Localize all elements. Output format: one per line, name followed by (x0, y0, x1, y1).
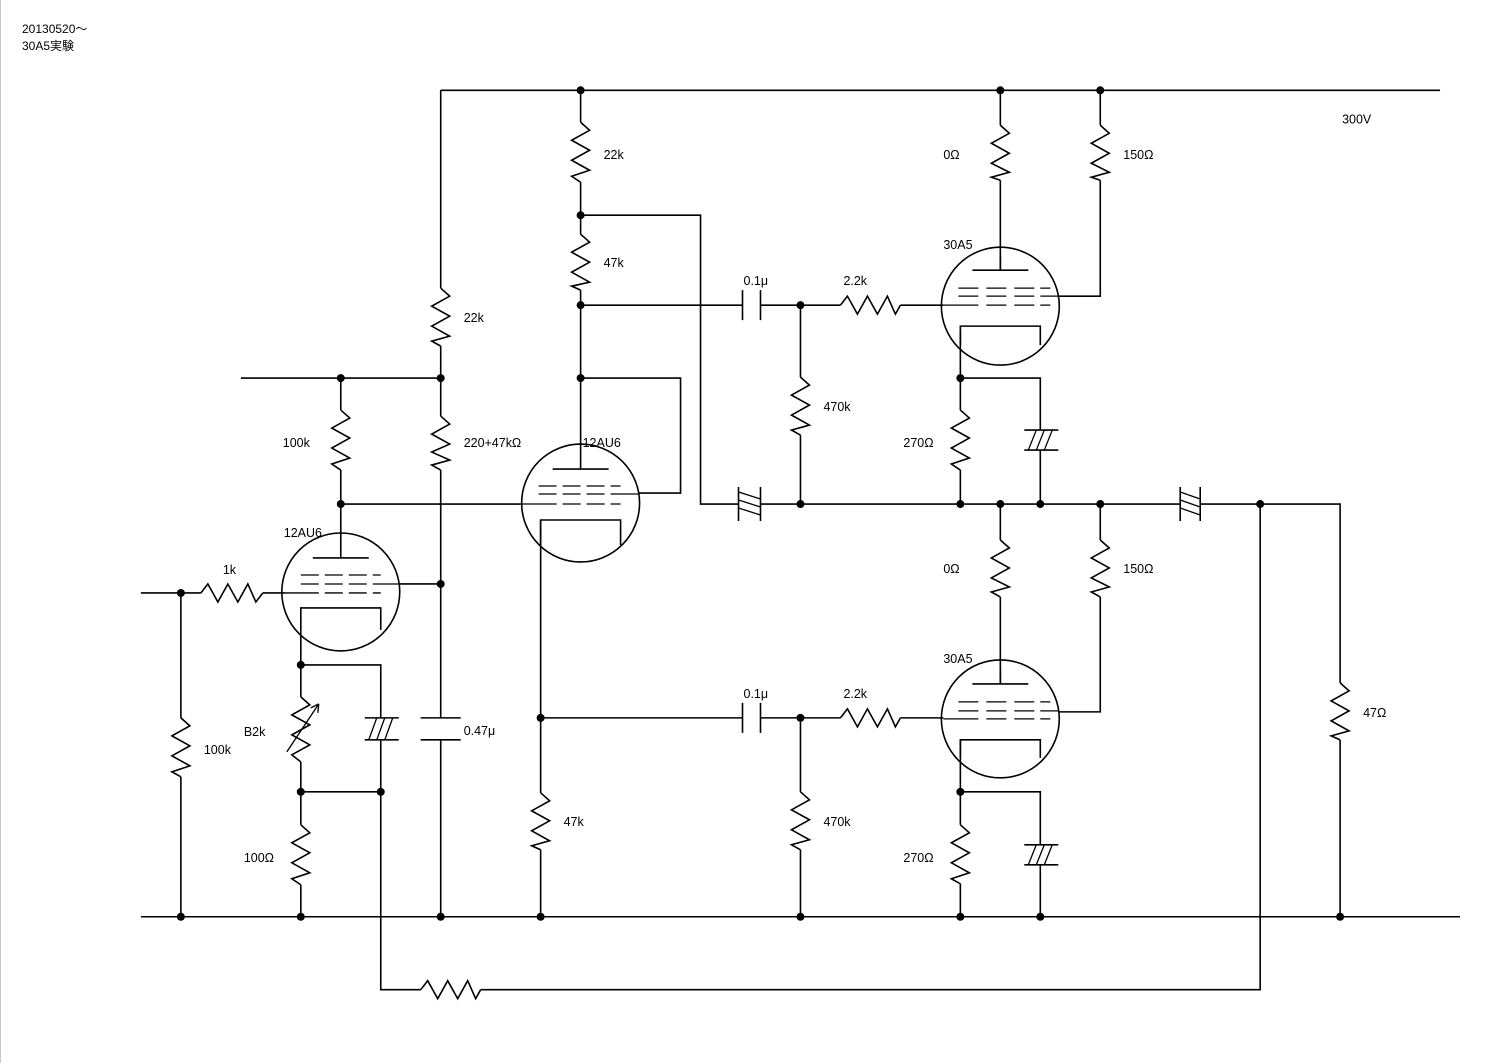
label-r-v4-screen: 150Ω (1123, 562, 1153, 576)
electrolytic-cap-v3-bypass (1024, 429, 1059, 451)
resistor-2-2k-upper (839, 294, 902, 316)
label-v1-type: 12AU6 (284, 526, 322, 540)
label-r-grid-leak-lower: 470k (823, 815, 851, 829)
label-r-v3-plate: 0Ω (943, 148, 959, 162)
component-labels: 300V 1k 100k B2k 100Ω 100k 22k 220+47kΩ … (204, 112, 1386, 865)
electrolytic-cap-v1-bypass (364, 717, 399, 741)
tube-v3-30a5 (940, 246, 1061, 366)
label-v3-type: 30A5 (943, 238, 972, 252)
label-c-coupling-lower: 0.1μ (744, 687, 769, 701)
resistor-47k-plate (569, 233, 592, 291)
electrolytic-cap-v4-bypass (1024, 843, 1059, 866)
wires (140, 89, 1461, 991)
variable-resistor-b2k (290, 696, 312, 763)
capacitor-0-47u (420, 717, 461, 741)
variable-resistor-arrow (286, 703, 320, 753)
v4-bypass-wire (960, 791, 1042, 917)
v3-screen-wire (1058, 90, 1102, 297)
resistor-feedback (420, 978, 482, 1001)
label-c-coupling-upper: 0.1μ (744, 274, 769, 288)
label-r-cathode-100: 100Ω (244, 851, 274, 865)
label-vr-b2k: B2k (244, 725, 266, 739)
tube-v1-12au6 (281, 532, 401, 652)
date-note: 20130520～ (22, 22, 88, 36)
capacitor-0-1u-lower (741, 702, 762, 733)
label-r-v2-plate-top: 22k (604, 148, 625, 162)
label-r-v4-plate: 0Ω (943, 562, 959, 576)
label-r-v4-cathode: 270Ω (903, 851, 933, 865)
junction-dots (176, 86, 1345, 921)
v3-bypass-wire (960, 377, 1042, 505)
resistor-22k-plate (569, 121, 592, 183)
label-r-v2-cathode: 47k (564, 815, 585, 829)
label-r-v1-plate: 100k (283, 436, 311, 450)
plate-feed-to-mid-bus (580, 214, 961, 505)
label-v4-type: 30A5 (943, 652, 972, 666)
v4-screen-wire (1058, 504, 1102, 713)
tube-v4-30a5 (940, 659, 1061, 779)
resistor-220-47k (429, 415, 453, 471)
v2-screen-wire (580, 377, 682, 494)
resistor-150-ohm-lower (1089, 539, 1112, 598)
feedback-wire (379, 504, 1261, 991)
label-r-v2-plate-bottom: 47k (604, 256, 625, 270)
resistor-270-ohm-lower (949, 824, 972, 885)
label-r-grid-stop-lower: 2.2k (843, 687, 867, 701)
label-r-load: 47Ω (1363, 706, 1386, 720)
resistor-100k-plate (329, 409, 352, 471)
label-r-grid-leak-upper: 470k (823, 400, 851, 414)
resistor-270-ohm-upper (949, 409, 972, 471)
v1-bypass-wire (300, 664, 382, 793)
resistor-470k-upper (789, 376, 812, 436)
resistor-470k-lower (789, 791, 812, 851)
resistor-100k-input (169, 717, 192, 778)
electrolytic-cap-bus-left (737, 487, 762, 522)
resistor-100-ohm (290, 824, 312, 886)
resistor-150-ohm-upper (1088, 124, 1112, 181)
resistor-0-ohm-lower (989, 539, 1012, 598)
resistor-0-ohm-upper (988, 124, 1012, 181)
label-r-bias-bottom: 220+47kΩ (464, 436, 522, 450)
label-r-input-shunt: 100k (204, 743, 232, 757)
resistor-22k-bias (429, 287, 452, 347)
resistor-1k (200, 582, 264, 604)
capacitor-0-1u-upper (741, 290, 762, 321)
resistor-47k-cathode (529, 792, 552, 851)
resistors (169, 121, 1352, 1001)
title-note: 30A5実験 (22, 39, 75, 53)
label-v2-type: 12AU6 (583, 436, 621, 450)
label-r-v3-cathode: 270Ω (903, 436, 933, 450)
label-r-grid-stop-upper: 2.2k (843, 274, 867, 288)
label-r-v3-screen: 150Ω (1123, 148, 1153, 162)
label-c-bypass: 0.47μ (464, 724, 496, 738)
tube-v2-12au6 (520, 443, 641, 563)
resistor-47-ohm-load (1328, 682, 1352, 741)
electrolytic-cap-output (1179, 487, 1201, 522)
label-r-bias-top: 22k (464, 311, 485, 325)
supply-voltage-label: 300V (1342, 112, 1372, 126)
resistor-2-2k-lower (839, 707, 902, 729)
label-r-input-series: 1k (223, 563, 237, 577)
capacitors (364, 290, 1201, 866)
